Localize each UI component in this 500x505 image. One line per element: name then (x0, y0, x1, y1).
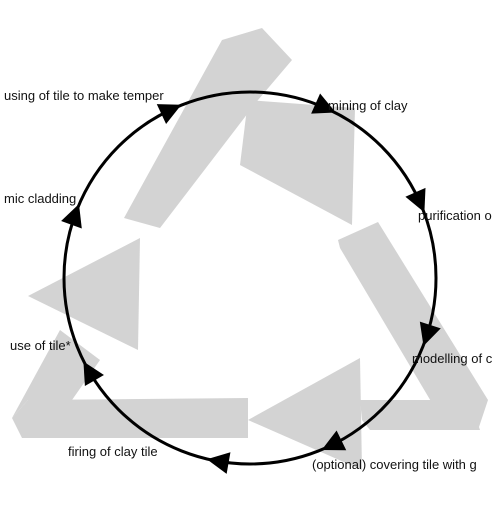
step-label-purification: purification o (418, 208, 492, 223)
step-label-covering-tile: (optional) covering tile with g (312, 457, 477, 472)
recycle-arm-right (338, 222, 488, 430)
recycle-symbol (12, 28, 488, 470)
cycle-arrowhead-4 (321, 430, 347, 451)
recycle-arrowhead-left (28, 238, 140, 350)
recycle-arrowhead-bottom (248, 358, 362, 470)
step-label-mining-of-clay: mining of clay (328, 98, 408, 113)
step-label-cladding: mic cladding (4, 191, 77, 206)
cycle-arrowhead-3 (419, 321, 441, 346)
cycle-arrowhead-2 (405, 187, 426, 213)
recycle-arm-bottom (12, 398, 248, 438)
cycle-arrowhead-8 (156, 104, 182, 125)
step-label-use-of-tile: use of tile* (10, 338, 71, 353)
cycle-arrowhead-6 (83, 361, 104, 387)
step-label-making-temper: using of tile to make temper (4, 88, 164, 103)
recycle-arm-left (124, 28, 292, 228)
cycle-ring (61, 90, 441, 474)
recycle-bottom-right (360, 400, 480, 430)
step-label-firing: firing of clay tile (68, 444, 158, 459)
cycle-arrowhead-5 (206, 452, 231, 474)
cycle-circle (62, 90, 438, 466)
recycle-arrowhead-top (240, 100, 355, 225)
cycle-arrowhead-1 (311, 93, 336, 114)
cycle-arrowhead-7 (61, 204, 82, 229)
step-label-modelling: modelling of c (412, 351, 493, 366)
